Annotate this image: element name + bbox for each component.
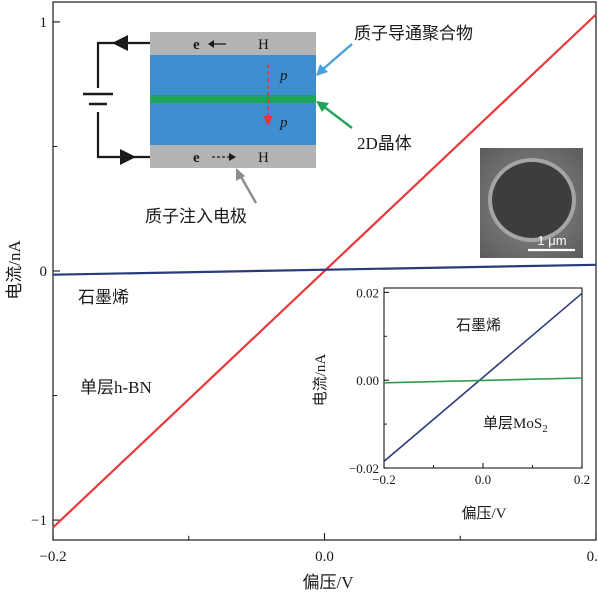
y-tick-label: −1 — [31, 513, 47, 529]
arrow-right-icon — [120, 149, 136, 165]
circuit-wire-bottom — [96, 112, 150, 159]
main-axes: −0.2 0.0 0.2 −1 0 1 — [31, 15, 598, 565]
polymer-pointer — [321, 43, 353, 71]
micrograph-aperture — [492, 162, 572, 238]
y-tick-label: 0 — [40, 264, 48, 280]
circuit-wire-top — [96, 41, 150, 88]
inset-axes: −0.2 0.0 0.2 −0.02 0.00 0.02 — [349, 285, 590, 487]
electron-label-top: e — [193, 37, 200, 53]
x-tick-label: −0.2 — [39, 549, 66, 565]
graphene-annotation: 石墨烯 — [78, 288, 129, 307]
electrode-pointer — [238, 174, 258, 204]
y-tick-label: 0.02 — [356, 285, 379, 300]
polymer-pointer-head-icon — [316, 64, 328, 76]
polymer-label: 质子导通聚合物 — [354, 24, 473, 43]
inset-graphene-annotation: 石墨烯 — [456, 317, 501, 334]
main-x-axis-title: 偏压/V — [303, 573, 355, 592]
crystal-pointer — [322, 105, 353, 129]
series-line-1 — [52, 263, 597, 276]
y-tick-label: −0.02 — [349, 461, 379, 476]
inset-y-axis-title: 电流/nA — [312, 354, 329, 407]
hydrogen-label-top: H — [258, 37, 269, 53]
inset-plot: −0.2 0.0 0.2 −0.02 0.00 0.02 偏压/V 电流/nA 石墨烯 单… — [312, 285, 590, 522]
micrograph-inset: 1 μm — [480, 148, 583, 258]
hydrogen-label-bottom: H — [258, 150, 269, 166]
electron-label-bottom: e — [193, 150, 200, 166]
device-schematic: e H e H p p 质子导通聚合物 2D晶体 质子注入电极 — [83, 24, 473, 226]
x-tick-label: 0.2 — [574, 472, 590, 487]
series-line-0 — [383, 292, 583, 463]
x-tick-label: 0.0 — [475, 472, 491, 487]
series-line-0 — [52, 13, 597, 529]
x-tick-label: 0.0 — [315, 549, 334, 565]
electron-arrow-bottom-head-icon — [229, 153, 236, 161]
proton-label-lower: p — [279, 115, 288, 131]
top-electrode — [150, 32, 316, 55]
crystal-label: 2D晶体 — [357, 134, 412, 153]
crystal-pointer-head-icon — [316, 101, 329, 112]
main-y-axis-title: 电流/nA — [5, 240, 24, 300]
scale-bar-label: 1 μm — [537, 233, 566, 248]
proton-arrow-head-icon — [263, 116, 273, 126]
x-tick-label: 0.2 — [587, 549, 598, 565]
y-tick-label: 0.00 — [356, 373, 379, 388]
x-tick-label: −0.2 — [372, 472, 396, 487]
main-series — [52, 13, 597, 529]
electron-arrow-top-head-icon — [208, 40, 214, 48]
series-line-1 — [383, 377, 583, 384]
inset-mos2-annotation: 单层MoS2 — [483, 415, 548, 435]
arrow-left-icon — [112, 35, 128, 51]
electrode-pointer-head-icon — [236, 168, 245, 181]
electrode-label: 质子注入电极 — [145, 207, 247, 226]
hbn-annotation: 单层h-BN — [80, 378, 152, 397]
inset-series — [383, 292, 583, 463]
y-tick-label: 1 — [40, 15, 48, 31]
crystal-layer — [150, 95, 316, 103]
inset-x-axis-title: 偏压/V — [461, 505, 506, 522]
proton-label-upper: p — [279, 68, 288, 84]
